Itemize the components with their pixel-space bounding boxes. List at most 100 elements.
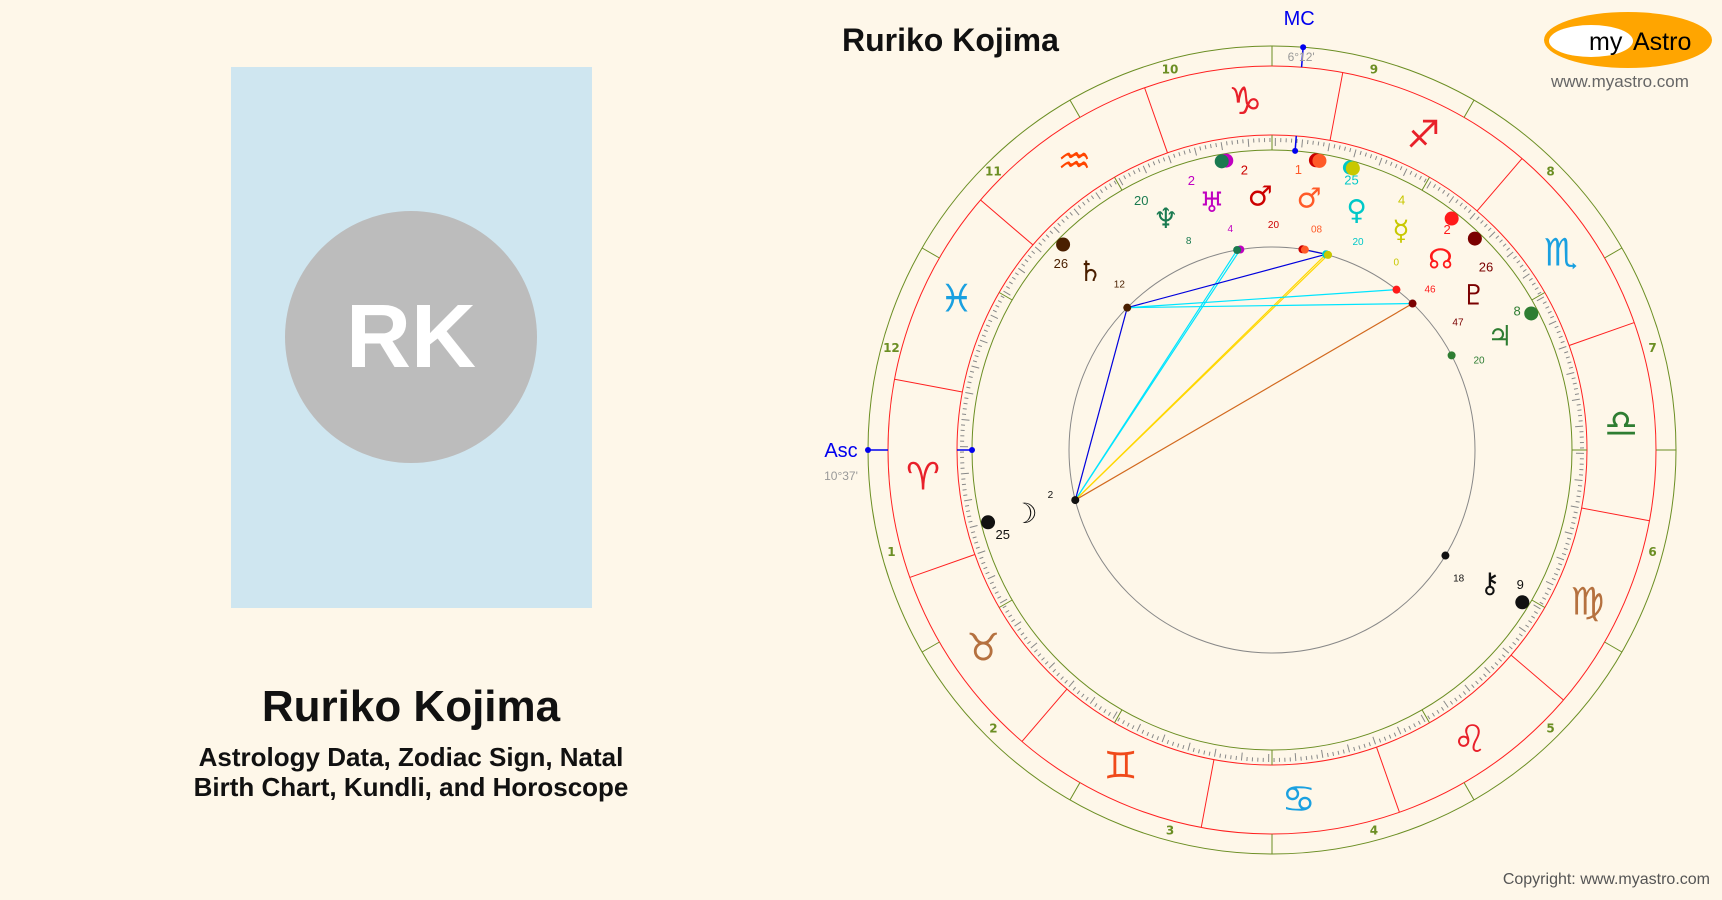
logo-text-my: my [1589, 28, 1623, 56]
degree-tick [1513, 255, 1517, 260]
degree-tick [1151, 734, 1154, 739]
degree-tick [1564, 531, 1573, 535]
degree-tick [1215, 143, 1217, 148]
degree-tick [1448, 196, 1455, 204]
planet-aspect-point-north-node [1392, 285, 1401, 294]
degree-tick [1162, 157, 1166, 162]
myastro-logo[interactable]: my Astro [1543, 10, 1714, 70]
degree-tick [1182, 744, 1185, 750]
planet-glyph-jupiter: ♃ [1487, 320, 1512, 353]
planet-dot-pluto [1467, 231, 1482, 246]
avatar: RK [285, 211, 537, 463]
degree-tick [977, 550, 986, 555]
degree-tick [1131, 725, 1135, 730]
degree-tick [1528, 620, 1533, 624]
degree-tick [1316, 754, 1318, 759]
planet-degree-uranus: 2 [1188, 173, 1195, 188]
aspect-line-moon-pluto [1074, 303, 1413, 501]
degree-tick [1301, 139, 1304, 148]
degree-tick [1048, 662, 1056, 669]
degree-tick [971, 365, 980, 369]
degree-tick [1359, 150, 1362, 156]
sign-boundary-line [1021, 688, 1068, 742]
sign-boundary-line [909, 554, 976, 578]
planet-dot-north-node [1444, 211, 1459, 226]
degree-tick [1358, 745, 1361, 750]
degree-tick [1136, 723, 1142, 732]
degree-tick [1146, 731, 1150, 737]
degree-tick [1378, 738, 1382, 743]
degree-tick [1132, 170, 1136, 175]
degree-tick [1558, 563, 1563, 566]
degree-tick [1069, 212, 1073, 216]
degree-tick [1518, 633, 1523, 637]
degree-tick [1333, 144, 1336, 149]
degree-tick [1419, 175, 1422, 180]
degree-tick [1443, 700, 1449, 708]
degree-tick [1126, 722, 1130, 727]
sign-glyph-virgo: ♍︎ [1571, 579, 1605, 623]
house-cusp-line [1069, 782, 1081, 801]
degree-tick [1372, 736, 1377, 745]
degree-tick [1085, 696, 1089, 701]
degree-tick [1577, 409, 1582, 411]
degree-tick [1512, 641, 1517, 646]
degree-tick [1220, 142, 1223, 151]
degree-tick [971, 531, 976, 534]
house-number: 1 [887, 545, 895, 559]
degree-tick [1112, 711, 1118, 719]
planet-minutes-sun-mars: 08 [1311, 224, 1323, 235]
sign-boundary-line [1376, 746, 1400, 813]
degree-tick [1317, 141, 1320, 146]
mc-label: MC [1284, 8, 1315, 30]
degree-tick [1469, 212, 1476, 220]
planet-minutes-neptune: 8 [1186, 236, 1192, 247]
sign-glyph-sagittarius: ♐︎ [1406, 112, 1440, 156]
aspect-line-saturn-venus [1127, 253, 1327, 309]
degree-tick [966, 386, 971, 389]
degree-tick [1378, 157, 1383, 166]
degree-tick [1479, 677, 1483, 681]
planet-glyph-mars: ♂ [1248, 179, 1273, 212]
degree-tick [1571, 522, 1576, 524]
degree-tick [1556, 568, 1561, 571]
degree-tick [1099, 189, 1103, 194]
house-number: 8 [1546, 164, 1554, 178]
degree-tick [1458, 694, 1462, 699]
degree-tick [1065, 215, 1069, 220]
degree-tick [1226, 141, 1228, 146]
avatar-initials: RK [346, 286, 476, 387]
brand-url[interactable]: www.myastro.com [1551, 72, 1689, 91]
degree-tick [974, 541, 979, 544]
degree-tick [1161, 734, 1166, 743]
degree-tick [1556, 556, 1565, 561]
degree-tick [1490, 665, 1495, 670]
degree-tick [1545, 580, 1554, 586]
degree-tick [1166, 739, 1170, 745]
degree-tick [1123, 175, 1127, 180]
degree-tick [1420, 714, 1426, 723]
house-number: 6 [1648, 545, 1656, 559]
sign-glyph-libra: ♎︎ [1604, 401, 1638, 445]
planet-degree-saturn: 26 [1054, 256, 1068, 271]
planet-degree-chiron: 9 [1517, 577, 1524, 592]
degree-tick [977, 344, 983, 348]
planet-minutes-saturn: 12 [1114, 279, 1126, 290]
degree-tick [1426, 181, 1432, 189]
degree-tick [1413, 723, 1416, 728]
degree-tick [1551, 577, 1556, 581]
planet-aspect-point-pluto [1408, 299, 1417, 308]
logo-text-astro: Astro [1633, 28, 1691, 56]
degree-tick [1173, 153, 1176, 158]
degree-tick [1525, 624, 1530, 628]
degree-tick [1502, 243, 1507, 247]
degree-tick [1409, 170, 1413, 175]
degree-tick [1573, 511, 1578, 514]
degree-tick [1565, 542, 1570, 545]
planet-minutes-venus: 20 [1352, 237, 1364, 248]
degree-tick [972, 536, 977, 539]
degree-tick [997, 595, 1002, 599]
degree-tick [1433, 184, 1437, 188]
degree-tick [1353, 149, 1357, 158]
